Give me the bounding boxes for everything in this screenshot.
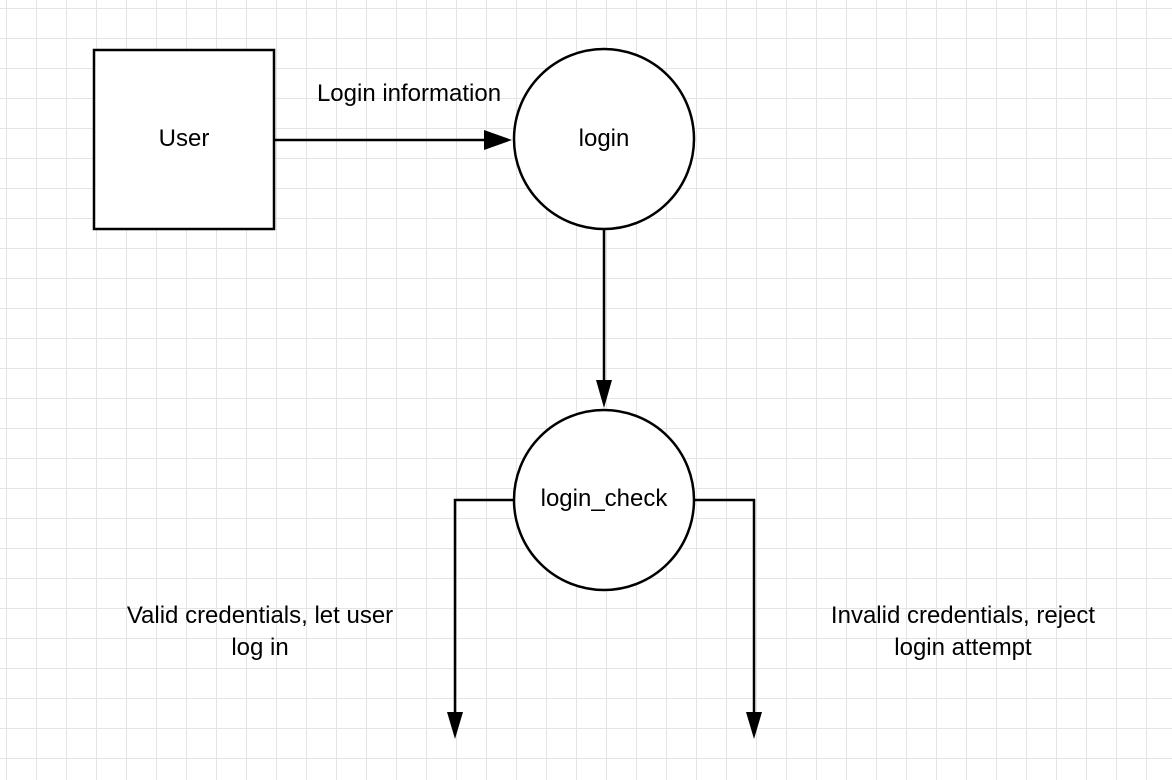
edge-login-to-check[interactable] [596, 229, 612, 408]
login-check-node[interactable]: login_check [512, 408, 696, 592]
edge-user-to-login-label: Login information [317, 80, 501, 107]
edge-check-valid-arrowhead [447, 712, 463, 739]
user-node[interactable]: User [92, 48, 276, 231]
edge-check-invalid[interactable]: Invalid credentials, reject login attemp… [694, 498, 1095, 739]
login-check-node-label: login_check [541, 485, 669, 512]
login-node-label: login [579, 125, 630, 152]
edge-check-valid-line [453, 498, 514, 712]
edge-user-to-login-arrowhead [484, 130, 512, 150]
edge-check-invalid-label-line2: login attempt [894, 634, 1032, 661]
edge-check-invalid-label-line1: Invalid credentials, reject [831, 602, 1095, 629]
edge-check-valid[interactable]: Valid credentials, let user log in [127, 498, 514, 739]
edge-check-valid-label-line2: log in [231, 634, 288, 661]
user-node-shape [92, 48, 276, 231]
login-node[interactable]: login [512, 47, 696, 231]
edge-user-to-login[interactable]: Login information [274, 80, 512, 150]
edge-check-valid-label-line1: Valid credentials, let user [127, 602, 393, 629]
edge-check-invalid-line [694, 498, 756, 712]
user-node-label: User [159, 125, 210, 152]
edge-check-invalid-arrowhead [746, 712, 762, 739]
edge-login-to-check-arrowhead [596, 380, 612, 408]
